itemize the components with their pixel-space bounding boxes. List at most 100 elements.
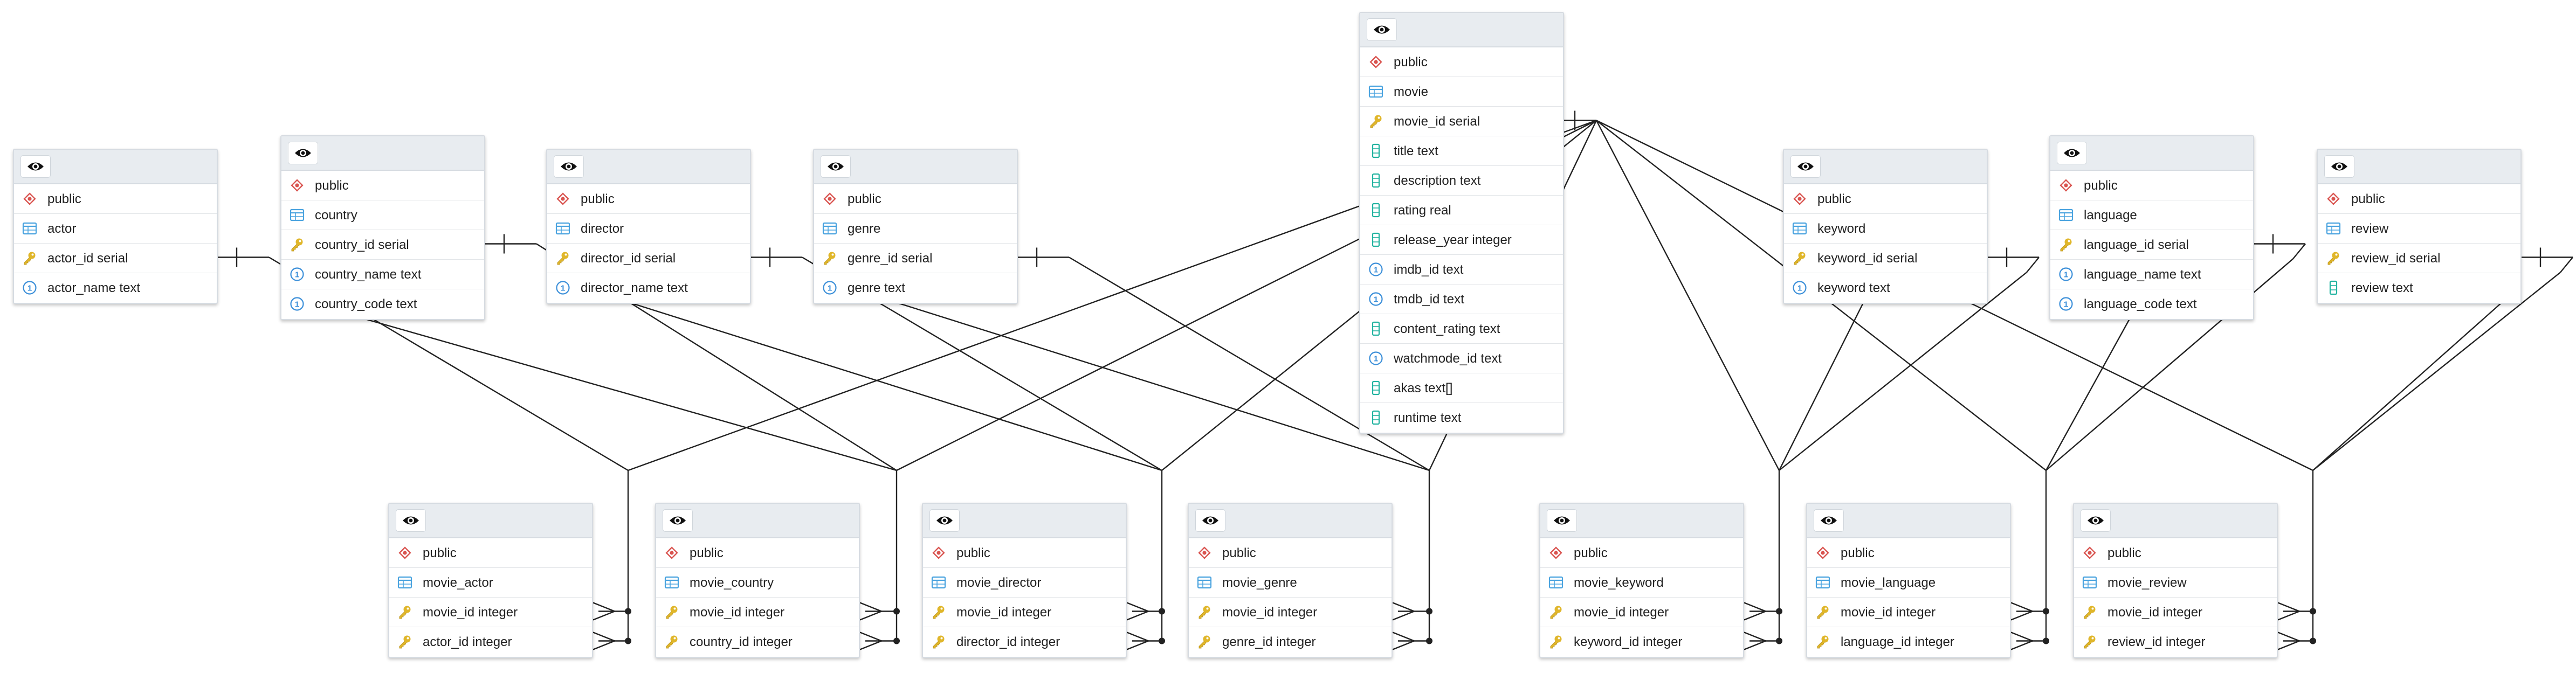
eye-icon[interactable]: [1367, 18, 1397, 41]
table-name-row[interactable]: review: [2318, 214, 2520, 244]
column-row[interactable]: keyword_id serial: [1784, 244, 1987, 273]
column-row[interactable]: country_id serial: [281, 230, 484, 260]
eye-icon[interactable]: [2324, 155, 2354, 178]
column-row[interactable]: description text: [1360, 166, 1563, 196]
column-row[interactable]: content_rating text: [1360, 314, 1563, 344]
eye-icon[interactable]: [929, 509, 960, 532]
table-name-row[interactable]: movie_keyword: [1540, 568, 1743, 598]
column-row[interactable]: review text: [2318, 273, 2520, 303]
schema-row[interactable]: public: [14, 184, 217, 214]
eye-icon[interactable]: [2081, 509, 2111, 532]
column-row[interactable]: actor_id integer: [389, 627, 592, 657]
table-name-row[interactable]: movie_language: [1807, 568, 2010, 598]
column-row[interactable]: actor_id serial: [14, 244, 217, 273]
column-row[interactable]: director_id serial: [547, 244, 750, 273]
schema-row[interactable]: public: [1807, 538, 2010, 568]
column-row[interactable]: movie_id serial: [1360, 107, 1563, 136]
schema-row[interactable]: public: [1540, 538, 1743, 568]
column-row[interactable]: rating real: [1360, 196, 1563, 225]
column-row[interactable]: language_id integer: [1807, 627, 2010, 657]
column-row[interactable]: movie_id integer: [389, 598, 592, 627]
schema-row[interactable]: public: [656, 538, 859, 568]
column-row[interactable]: review_id serial: [2318, 244, 2520, 273]
column-row[interactable]: movie_id integer: [1189, 598, 1392, 627]
table-name-row[interactable]: movie_actor: [389, 568, 592, 598]
table-name-row[interactable]: movie_director: [923, 568, 1126, 598]
schema-row[interactable]: public: [547, 184, 750, 214]
table-name-row[interactable]: language: [2050, 200, 2253, 230]
eye-icon[interactable]: [663, 509, 693, 532]
schema-row[interactable]: public: [1189, 538, 1392, 568]
table-name-row[interactable]: keyword: [1784, 214, 1987, 244]
table-name-row[interactable]: country: [281, 200, 484, 230]
column-row[interactable]: keyword_id integer: [1540, 627, 1743, 657]
column-row[interactable]: movie_id integer: [1540, 598, 1743, 627]
column-row[interactable]: director_id integer: [923, 627, 1126, 657]
schema-row[interactable]: public: [814, 184, 1017, 214]
column-row[interactable]: release_year integer: [1360, 225, 1563, 255]
schema-row[interactable]: public: [923, 538, 1126, 568]
table-name-row[interactable]: movie_review: [2074, 568, 2277, 598]
table-name-row[interactable]: movie_genre: [1189, 568, 1392, 598]
table-name-row[interactable]: actor: [14, 214, 217, 244]
schema-row[interactable]: public: [1360, 47, 1563, 77]
schema-row[interactable]: public: [2074, 538, 2277, 568]
column-row[interactable]: genre_id integer: [1189, 627, 1392, 657]
eye-icon[interactable]: [1195, 509, 1225, 532]
column-row[interactable]: akas text[]: [1360, 373, 1563, 403]
table-name-row[interactable]: director: [547, 214, 750, 244]
column-row[interactable]: language_id serial: [2050, 230, 2253, 260]
column-row[interactable]: movie_id integer: [923, 598, 1126, 627]
column-row[interactable]: review_id integer: [2074, 627, 2277, 657]
eye-icon[interactable]: [20, 155, 51, 178]
eye-icon[interactable]: [288, 142, 318, 164]
eye-icon[interactable]: [821, 155, 851, 178]
column-row[interactable]: movie_id integer: [656, 598, 859, 627]
eye-icon[interactable]: [1814, 509, 1844, 532]
schema-row[interactable]: public: [2318, 184, 2520, 214]
eye-icon[interactable]: [396, 509, 426, 532]
schema-row[interactable]: public: [389, 538, 592, 568]
column-row[interactable]: genre_id serial: [814, 244, 1017, 273]
table-name-row[interactable]: movie: [1360, 77, 1563, 107]
eye-icon[interactable]: [1547, 509, 1577, 532]
column-row[interactable]: country_id integer: [656, 627, 859, 657]
table-name-row[interactable]: movie_country: [656, 568, 859, 598]
schema-row[interactable]: public: [1784, 184, 1987, 214]
eye-icon[interactable]: [1790, 155, 1821, 178]
schema-row[interactable]: public: [2050, 171, 2253, 200]
column-row[interactable]: movie_id integer: [1807, 598, 2010, 627]
schema-row[interactable]: public: [281, 171, 484, 200]
column-row[interactable]: movie_id integer: [2074, 598, 2277, 627]
column-row[interactable]: title text: [1360, 136, 1563, 166]
table-name-row[interactable]: genre: [814, 214, 1017, 244]
eye-icon[interactable]: [2057, 142, 2087, 164]
column-row[interactable]: runtime text: [1360, 403, 1563, 433]
